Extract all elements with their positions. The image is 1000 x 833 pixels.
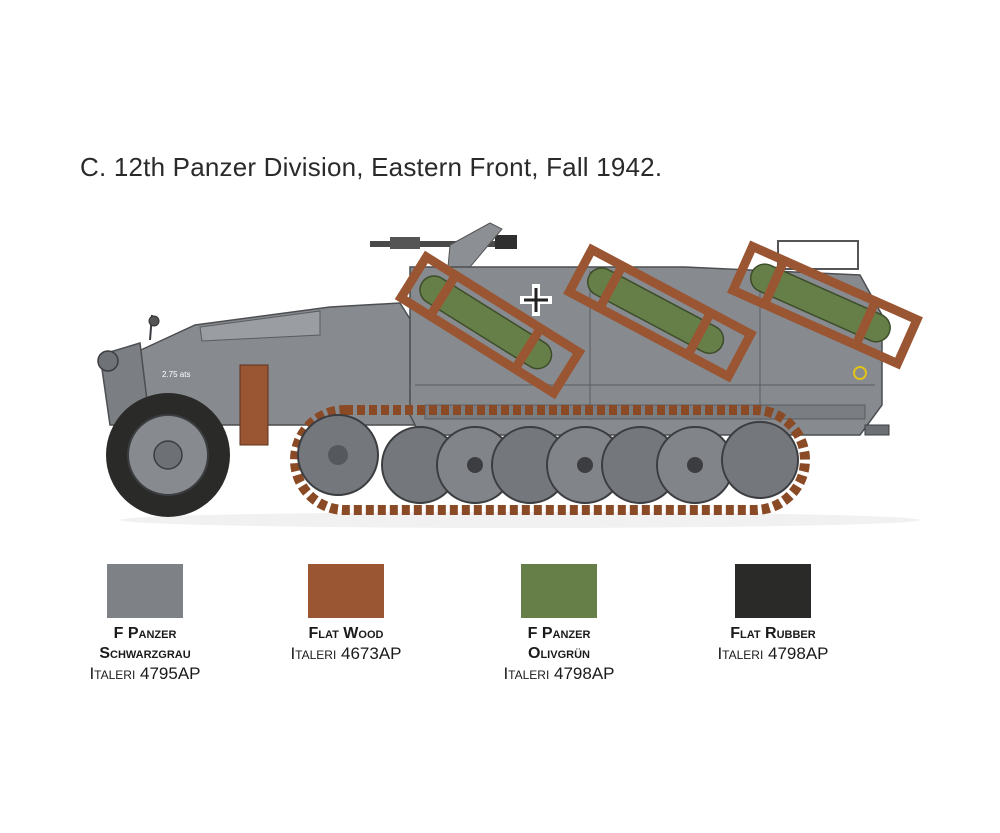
color-name-line1: Flat Rubber (730, 625, 816, 642)
road-wheels (297, 414, 799, 504)
color-label-schwarzgrau: F Panzer Schwarzgrau Italeri 4795AP (45, 624, 245, 684)
color-name-line1: F Panzer (113, 625, 177, 642)
color-swatch-olivgrun (521, 564, 597, 618)
color-swatch-flat-rubber (735, 564, 811, 618)
rocket-rack-rear (727, 240, 923, 370)
hull-marking: 2.75 ats (162, 370, 190, 379)
color-swatch-flat-wood (308, 564, 384, 618)
halftrack-illustration: 2.75 ats (97, 222, 923, 528)
color-name-line2: Schwarzgrau (99, 645, 191, 662)
color-label-flat-rubber: Flat Rubber Italeri 4798AP (673, 624, 873, 664)
color-label-flat-wood: Flat Wood Italeri 4673AP (246, 624, 446, 664)
rocket-rack-middle (563, 243, 757, 383)
color-code: Italeri 4795AP (89, 664, 201, 683)
color-name-line1: F Panzer (527, 625, 591, 642)
machine-gun (370, 222, 517, 268)
color-name-line1: Flat Wood (308, 625, 384, 642)
color-code: Italeri 4798AP (717, 644, 829, 663)
color-name-line2: Olivgrün (528, 645, 590, 662)
color-code: Italeri 4673AP (290, 644, 402, 663)
profile-caption: C. 12th Panzer Division, Eastern Front, … (80, 152, 663, 182)
front-wheel (106, 393, 230, 517)
cross-insignia (520, 284, 552, 316)
rocket-rack-front (394, 250, 586, 400)
color-code: Italeri 4798AP (503, 664, 615, 683)
color-swatch-schwarzgrau (107, 564, 183, 618)
color-label-olivgrun: F Panzer Olivgrün Italeri 4798AP (459, 624, 659, 684)
